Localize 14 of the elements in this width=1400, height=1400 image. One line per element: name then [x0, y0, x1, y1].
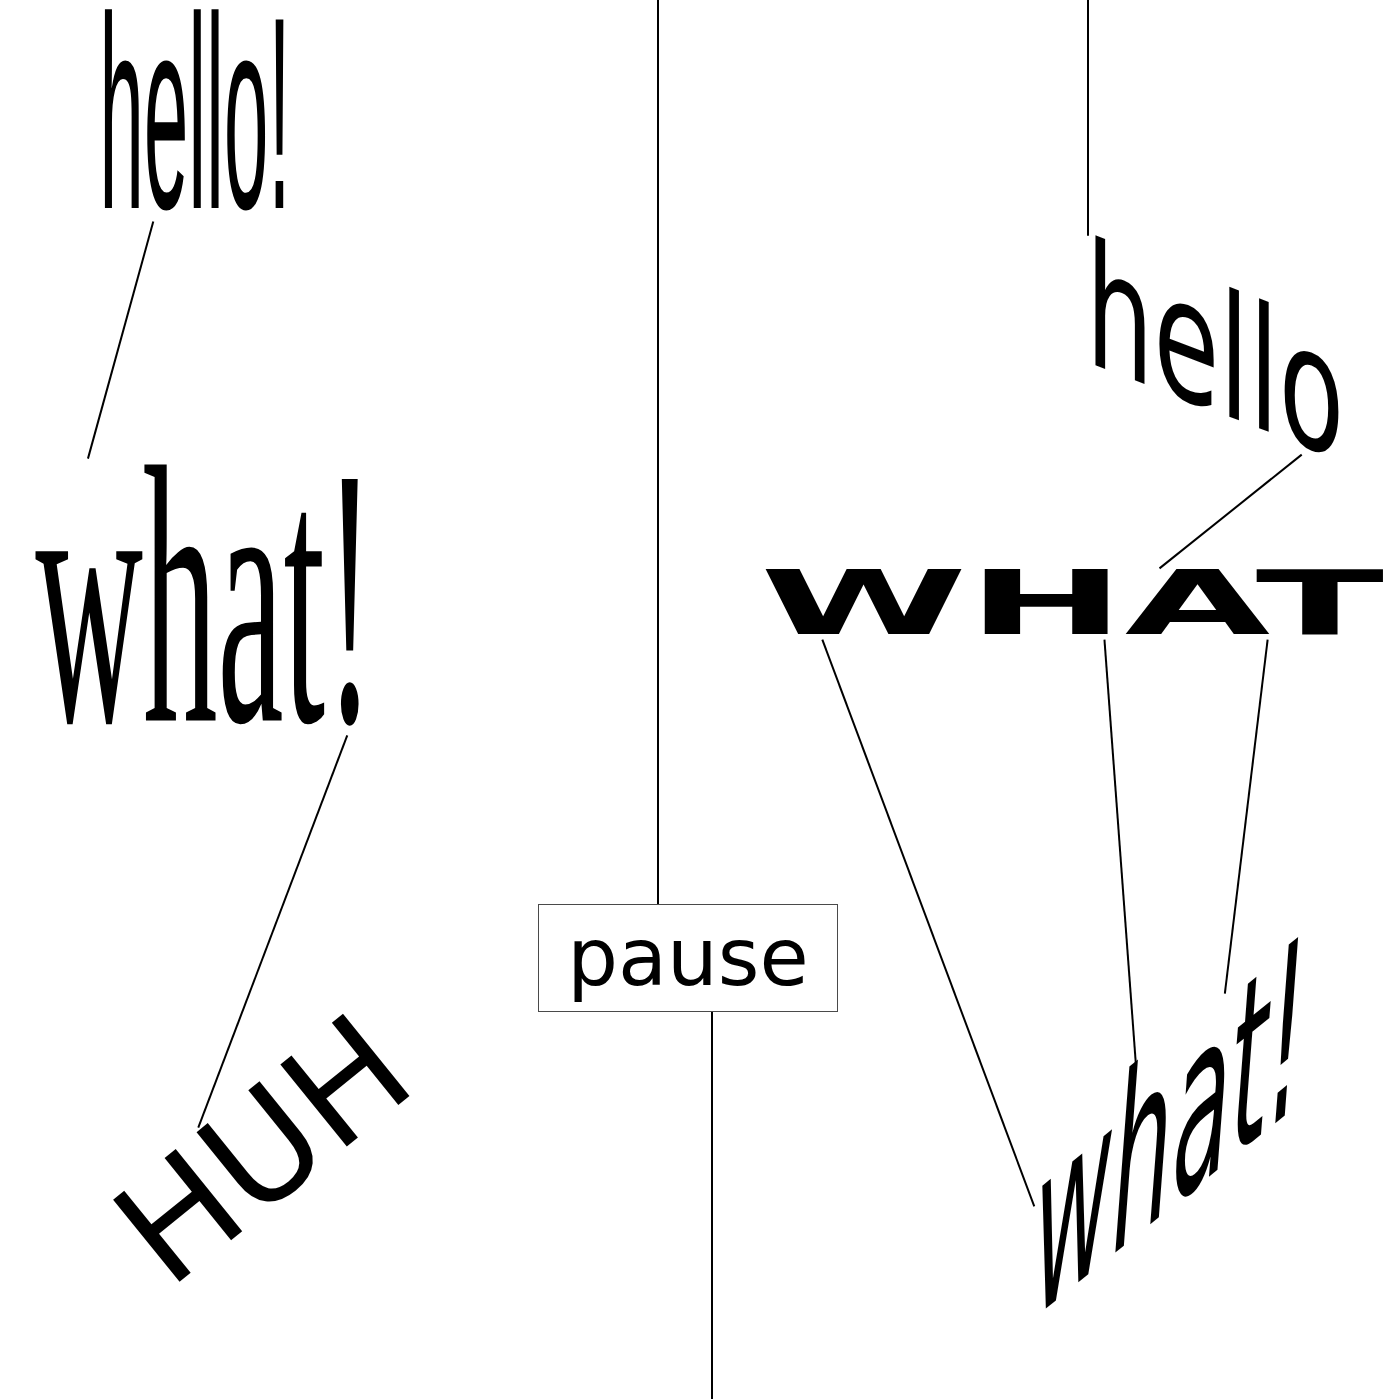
connector-line	[821, 638, 1036, 1208]
framed-label: pause	[538, 904, 838, 1012]
connector-line	[711, 1011, 713, 1400]
connector-line	[1087, 0, 1089, 237]
connector-line	[197, 734, 349, 1129]
connector-line	[86, 220, 155, 460]
text-label: hello!	[99, 2, 291, 222]
connector-line	[1223, 638, 1269, 995]
text-label: hello	[1085, 234, 1345, 472]
connector-line	[657, 0, 659, 905]
text-label: WHAT	[760, 568, 1384, 640]
text-label: what!	[35, 458, 375, 736]
connector-line	[1158, 453, 1303, 570]
text-label: what!	[1034, 928, 1306, 1332]
